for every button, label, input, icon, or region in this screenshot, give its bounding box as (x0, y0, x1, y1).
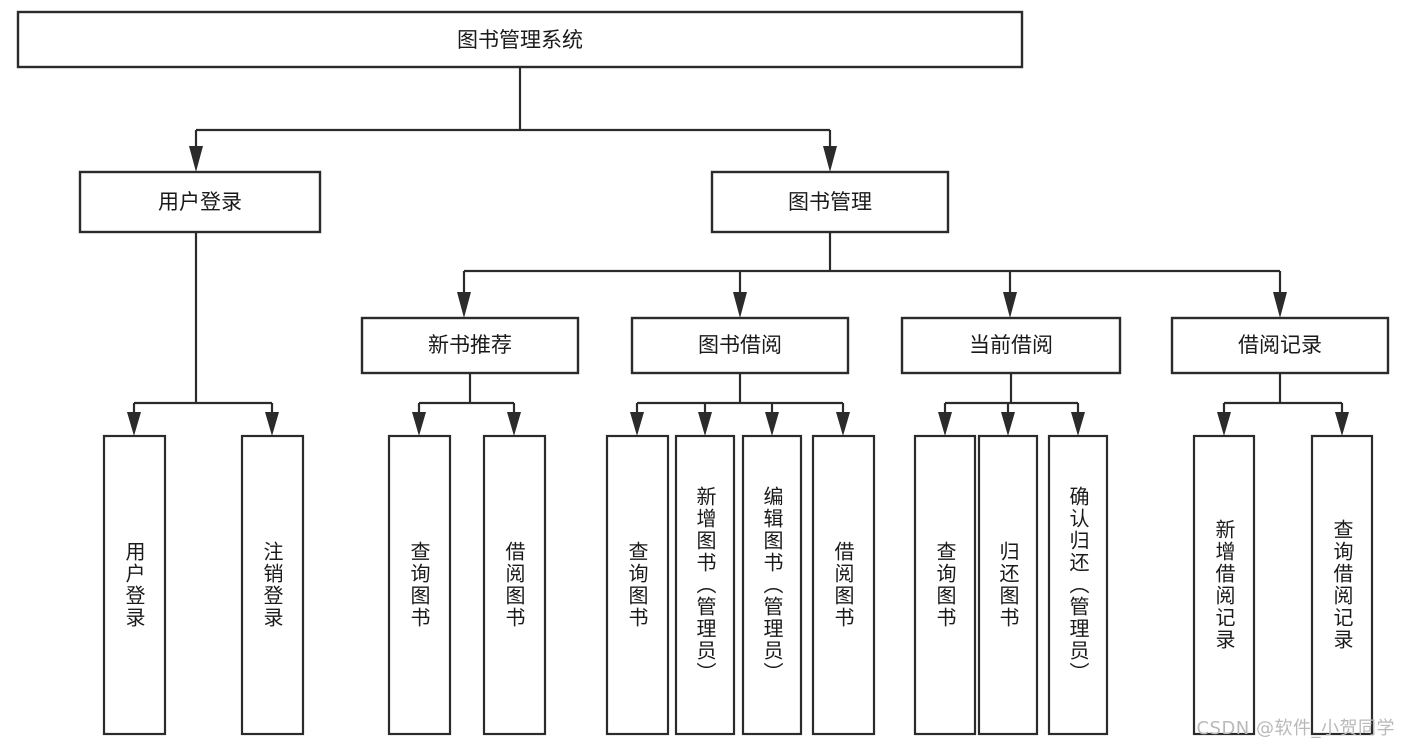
arrow-head-user-login (189, 146, 203, 172)
arrow-head-leaf-user-login (127, 412, 141, 436)
arrow-head-leaf-borrow-book-1 (507, 412, 521, 436)
leaf-user-login-label: 用户登录 (122, 541, 146, 629)
node-book-manage-box[interactable] (710, 170, 950, 234)
leaf-query-book-3[interactable]: 查询图书 (913, 434, 977, 736)
leaf-add-book[interactable]: 新增图书（管理员） (674, 434, 736, 736)
leaf-borrow-book-1[interactable]: 借阅图书 (482, 434, 547, 736)
node-root[interactable]: 图书管理系统 (16, 10, 1024, 69)
node-book-borrow[interactable]: 图书借阅 (630, 316, 850, 375)
node-current-borrow-box[interactable] (900, 316, 1122, 375)
leaf-edit-book-label: 编辑图书（管理员） (760, 486, 784, 684)
arrow-head-leaf-add-book (698, 412, 712, 436)
node-new-book-recommend-label: 新书推荐 (428, 333, 512, 357)
leaf-confirm-return-box[interactable] (1047, 434, 1109, 736)
arrow-head-leaf-user-logout (265, 412, 279, 436)
leaf-edit-book-box[interactable] (741, 434, 803, 736)
leaf-borrow-book-2-label: 借阅图书 (831, 541, 855, 629)
leaf-query-book-1-box[interactable] (387, 434, 452, 736)
leaf-borrow-book-1-box[interactable] (482, 434, 547, 736)
leaf-user-logout[interactable]: 注销登录 (240, 434, 305, 736)
leaf-query-book-1[interactable]: 查询图书 (387, 434, 452, 736)
arrow-head-leaf-query-record (1335, 412, 1349, 436)
arrow-head-book-manage (823, 146, 837, 172)
node-borrow-record[interactable]: 借阅记录 (1170, 316, 1390, 375)
leaf-return-book[interactable]: 归还图书 (977, 434, 1039, 736)
leaf-query-book-1-label: 查询图书 (407, 541, 431, 629)
leaf-query-book-2-box[interactable] (605, 434, 670, 736)
arrow-head-leaf-query-book-1 (412, 412, 426, 436)
arrow-head-leaf-add-record (1217, 412, 1231, 436)
node-current-borrow-label: 当前借阅 (969, 333, 1053, 357)
leaf-query-record-label: 查询借阅记录 (1330, 519, 1354, 651)
leaf-borrow-book-2[interactable]: 借阅图书 (811, 434, 876, 736)
node-book-manage-label: 图书管理 (788, 190, 872, 214)
arrow-head-leaf-query-book-3 (938, 412, 952, 436)
leaf-confirm-return-label: 确认归还（管理员） (1066, 486, 1090, 684)
leaf-add-record[interactable]: 新增借阅记录 (1192, 434, 1256, 736)
leaf-add-record-label: 新增借阅记录 (1212, 519, 1236, 651)
arrow-head-leaf-borrow-book-2 (836, 412, 850, 436)
node-user-login[interactable]: 用户登录 (78, 170, 322, 234)
node-root-box[interactable] (16, 10, 1024, 69)
leaf-query-record-box[interactable] (1310, 434, 1374, 736)
node-borrow-record-label: 借阅记录 (1238, 333, 1322, 357)
node-book-manage[interactable]: 图书管理 (710, 170, 950, 234)
leaf-add-book-box[interactable] (674, 434, 736, 736)
arrow-head-leaf-return-book (1001, 412, 1015, 436)
leaf-user-login-box[interactable] (102, 434, 167, 736)
arrow-head-record (1273, 292, 1287, 318)
node-book-borrow-label: 图书借阅 (698, 333, 782, 357)
leaf-add-record-box[interactable] (1192, 434, 1256, 736)
leaf-confirm-return[interactable]: 确认归还（管理员） (1047, 434, 1109, 736)
node-book-borrow-box[interactable] (630, 316, 850, 375)
leaf-user-logout-box[interactable] (240, 434, 305, 736)
arrow-head-borrow (733, 292, 747, 318)
node-current-borrow[interactable]: 当前借阅 (900, 316, 1122, 375)
leaf-add-book-label: 新增图书（管理员） (693, 486, 717, 684)
arrow-head-current (1003, 292, 1017, 318)
leaf-borrow-book-2-box[interactable] (811, 434, 876, 736)
node-borrow-record-box[interactable] (1170, 316, 1390, 375)
node-user-login-label: 用户登录 (158, 190, 242, 214)
leaf-return-book-label: 归还图书 (996, 541, 1020, 629)
arrow-head-leaf-confirm-return (1071, 412, 1085, 436)
node-new-book-recommend-box[interactable] (360, 316, 580, 375)
leaf-user-logout-label: 注销登录 (260, 541, 284, 629)
leaf-query-book-2-label: 查询图书 (625, 541, 649, 629)
leaf-query-book-3-label: 查询图书 (933, 541, 957, 629)
node-user-login-box[interactable] (78, 170, 322, 234)
node-root-label: 图书管理系统 (457, 28, 583, 52)
leaf-query-record[interactable]: 查询借阅记录 (1310, 434, 1374, 736)
arrow-head-leaf-edit-book (765, 412, 779, 436)
node-new-book-recommend[interactable]: 新书推荐 (360, 316, 580, 375)
leaf-user-login[interactable]: 用户登录 (102, 434, 167, 736)
arrow-head-newbook (457, 292, 471, 318)
leaf-edit-book[interactable]: 编辑图书（管理员） (741, 434, 803, 736)
leaf-borrow-book-1-label: 借阅图书 (502, 541, 526, 629)
arrow-head-leaf-query-book-2 (630, 412, 644, 436)
leaf-return-book-box[interactable] (977, 434, 1039, 736)
connector-layer (127, 67, 1349, 436)
leaf-query-book-2[interactable]: 查询图书 (605, 434, 670, 736)
leaf-query-book-3-box[interactable] (913, 434, 977, 736)
